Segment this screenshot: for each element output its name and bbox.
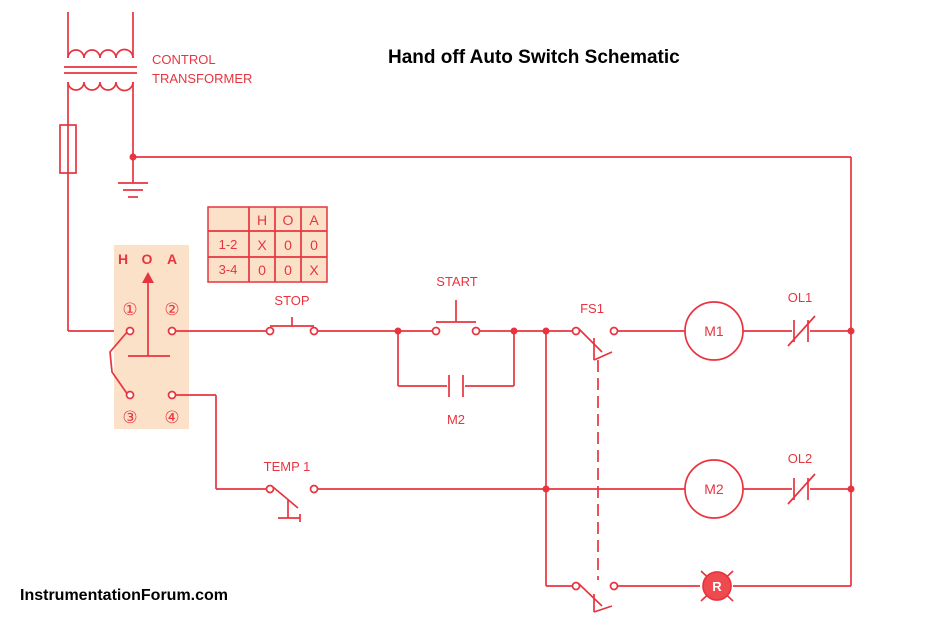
terminal-1: ① (122, 300, 137, 319)
ol1-overload-contact (787, 315, 816, 347)
table-row2-label: 3-4 (219, 262, 238, 277)
stop-pushbutton (265, 317, 319, 336)
ol1-label: OL1 (788, 290, 813, 305)
terminal-3: ③ (122, 408, 137, 427)
ol2-overload-contact (787, 473, 816, 505)
red-indicator-lamp (700, 570, 734, 602)
start-pushbutton (431, 300, 481, 336)
footer-credit: InstrumentationForum.com (20, 587, 229, 604)
table-header-a: A (309, 212, 319, 228)
truth-table: H O A 1-2 X 0 0 3-4 0 0 X (207, 206, 328, 283)
temp1-switch (265, 484, 319, 522)
hoa-selector-switch: H O A ① ② ③ ④ (109, 245, 189, 429)
table-row1-o: 0 (284, 237, 292, 253)
terminal-2: ② (164, 300, 179, 319)
m2-seal-in-contact (397, 331, 515, 397)
m2-contact-label: M2 (447, 412, 465, 427)
m1-label: M1 (704, 323, 724, 339)
temp1-label: TEMP 1 (264, 459, 311, 474)
table-header-o: O (283, 212, 294, 228)
table-row2-h: 0 (258, 262, 266, 278)
selector-label-h: H (118, 251, 128, 267)
terminal-4: ④ (164, 408, 179, 427)
fs1-float-switch (571, 326, 619, 361)
lamp-label: R (712, 579, 722, 594)
table-row1-label: 1-2 (219, 237, 238, 252)
fs1-lamp-contact (571, 581, 619, 613)
transformer-label-2: TRANSFORMER (152, 71, 252, 86)
table-row1-a: 0 (310, 237, 318, 253)
fs1-label: FS1 (580, 301, 604, 316)
control-transformer (64, 12, 137, 157)
transformer-label-1: CONTROL (152, 52, 216, 67)
ground-icon (118, 157, 148, 198)
table-header-h: H (257, 212, 267, 228)
table-row2-o: 0 (284, 262, 292, 278)
start-label: START (436, 274, 477, 289)
table-row1-h: X (257, 237, 267, 253)
m2-label: M2 (704, 481, 724, 497)
stop-label: STOP (274, 293, 309, 308)
page-title: Hand off Auto Switch Schematic (388, 47, 680, 68)
selector-label-a: A (167, 251, 177, 267)
ol2-label: OL2 (788, 451, 813, 466)
selector-label-o: O (142, 251, 153, 267)
table-row2-a: X (309, 262, 319, 278)
